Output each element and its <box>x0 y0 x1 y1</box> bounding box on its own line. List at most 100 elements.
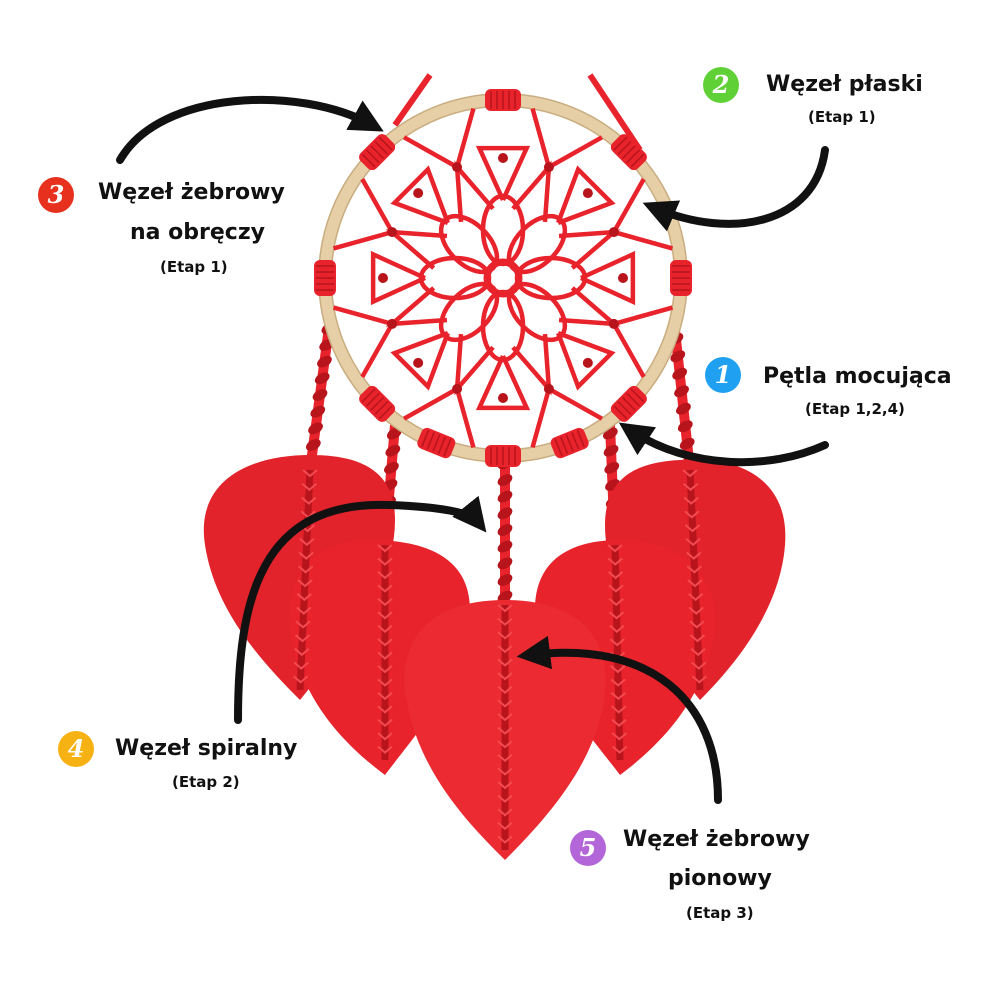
web-knot <box>608 227 619 238</box>
leaf-rib <box>299 537 315 547</box>
callout-4-stage: (Etap 2) <box>172 773 240 791</box>
leaf-rib <box>611 705 627 714</box>
leaf-rib <box>497 794 513 803</box>
web-mesh <box>454 388 476 449</box>
web-mesh <box>547 386 604 421</box>
leaf-rib <box>293 661 309 670</box>
web-mesh <box>613 305 674 327</box>
web-knot <box>498 393 508 403</box>
arrow-to-mounting-loop <box>618 422 829 467</box>
web-mesh <box>475 355 531 411</box>
hoop-knot-wrap <box>617 140 632 155</box>
web-mesh <box>360 177 395 234</box>
leaf-rib <box>687 579 703 588</box>
hoop-knot-wrap <box>630 388 645 403</box>
leaf-rib <box>610 678 626 687</box>
hoop-knot-wrap <box>613 136 628 151</box>
callout-3-title-line1: Węzeł żebrowy <box>98 180 285 205</box>
leaf-rib <box>683 496 699 505</box>
leaf-rib <box>377 638 393 647</box>
web-mesh <box>360 322 395 379</box>
web-knot <box>413 188 424 199</box>
leaf-rib <box>377 611 393 620</box>
arrow-to-vertical-rib-knot <box>516 635 722 804</box>
callout-1-title: Pętla mocująca <box>763 364 952 389</box>
hoop-knot-wrap <box>626 392 641 407</box>
leaf-rib <box>377 678 393 687</box>
callout-3-stage: (Etap 1) <box>160 258 228 276</box>
web-petal <box>506 213 568 275</box>
leaf-rib <box>377 544 393 553</box>
leaf-rib <box>302 469 318 478</box>
leaf-rib <box>691 661 707 670</box>
leaf-rib <box>608 611 625 620</box>
leaf-rib <box>686 565 703 574</box>
web-mesh <box>402 135 459 170</box>
spiral-knot <box>314 372 330 385</box>
web-knot <box>378 273 388 283</box>
leaf-rib <box>685 537 701 547</box>
hoop-knot-wrap <box>432 434 441 452</box>
badge-3: 3 <box>38 177 74 213</box>
spiral-knot <box>386 427 402 440</box>
spiral-knot <box>497 540 513 553</box>
leaf-rib <box>377 584 393 593</box>
web-mesh <box>332 229 393 251</box>
callout-4-title: Węzeł spiralny <box>115 736 298 761</box>
leaf-rib <box>682 482 699 492</box>
leaf-rib <box>497 713 513 722</box>
spiral-knot <box>497 524 513 536</box>
web-mesh <box>475 145 531 201</box>
spiral-knot <box>310 405 326 418</box>
leaf-rib <box>684 524 701 533</box>
hoop-knot-wrap <box>374 401 389 416</box>
leaf-rib <box>611 718 627 728</box>
leaf-rib <box>377 745 393 754</box>
leaf-rib <box>377 624 393 633</box>
leaf-rib <box>497 835 513 844</box>
callout-1-stage: (Etap 1,2,4) <box>805 400 905 418</box>
leaf-rib <box>497 740 513 749</box>
web-knot <box>608 318 619 329</box>
leaf-spines <box>292 469 708 850</box>
leaf-rib <box>609 638 625 647</box>
leaf-rib <box>608 597 624 607</box>
web-knot <box>543 383 554 394</box>
hoop-knot-wrap <box>560 436 569 454</box>
leaf-rib <box>497 685 513 694</box>
leaf-rib <box>607 571 624 580</box>
hoop-knot-wrap <box>571 432 580 450</box>
hoop-knot-wrap <box>370 396 385 411</box>
hoop-knot-wrap <box>621 145 636 160</box>
hoop-knot-wrap <box>361 388 376 403</box>
leaf-rib <box>301 482 318 492</box>
web-mesh <box>530 388 552 449</box>
spiral-knot <box>674 385 689 398</box>
leaf-rib <box>609 624 625 633</box>
hoop-knot-wrap <box>378 136 393 151</box>
web-petal <box>438 281 500 343</box>
hoop-knot-wrap <box>437 436 446 454</box>
web-knot <box>618 273 628 283</box>
web-mesh <box>547 135 604 170</box>
spiral-knot <box>676 402 691 415</box>
leaf-rib <box>377 732 393 741</box>
web-mesh <box>613 229 674 251</box>
hoop-knot-wrap <box>626 149 641 164</box>
spiral-knot <box>679 437 695 450</box>
web-knot <box>543 162 554 173</box>
web-mesh <box>611 177 646 234</box>
web-mesh <box>556 165 616 225</box>
web-knot <box>498 153 508 163</box>
leaf-rib <box>690 647 706 657</box>
leaf-rib <box>497 645 513 654</box>
leaf-rib <box>294 634 311 643</box>
hoop-knot-wrap <box>613 405 628 420</box>
leaf-rib <box>377 651 393 660</box>
callout-5-title-line2: pionowy <box>668 866 772 891</box>
callout-2-title: Węzeł płaski <box>766 72 923 97</box>
spiral-knot <box>670 350 686 363</box>
mandala-web <box>332 107 674 449</box>
hoop-knot-wrap <box>378 405 393 420</box>
